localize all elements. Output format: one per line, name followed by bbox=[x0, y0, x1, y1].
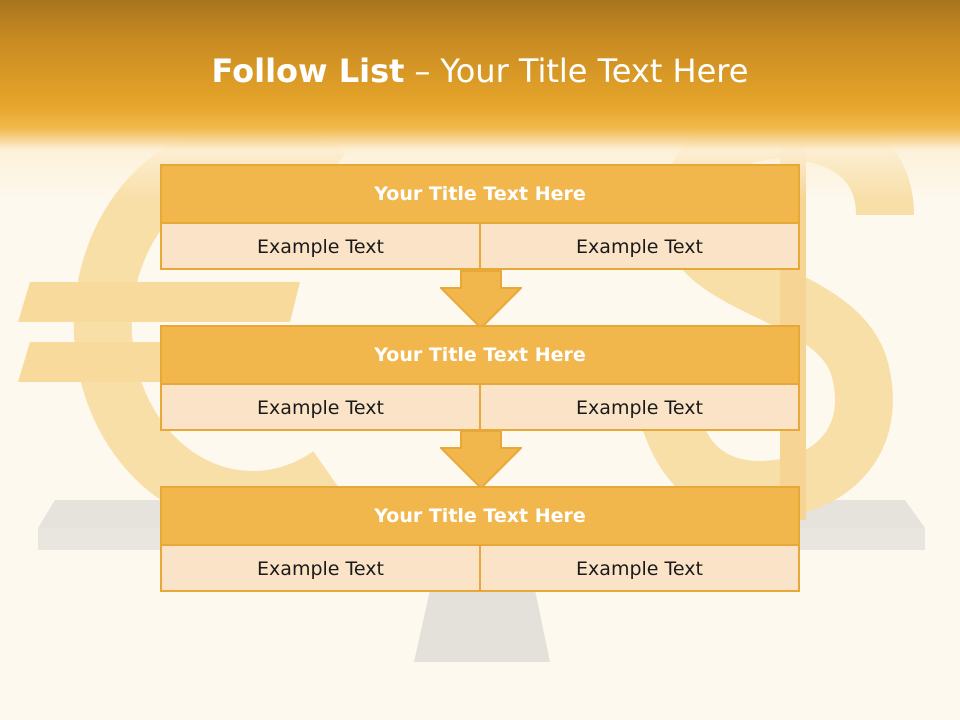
step-row-1: Example Text Example Text bbox=[162, 224, 798, 270]
step-cell-1-right: Example Text bbox=[479, 224, 798, 270]
title-rest: Your Title Text Here bbox=[440, 52, 749, 90]
step-row-2: Example Text Example Text bbox=[162, 385, 798, 431]
step-cell-3-right: Example Text bbox=[479, 546, 798, 592]
page-title: Follow List–Your Title Text Here bbox=[0, 52, 960, 90]
step-cell-1-left: Example Text bbox=[257, 236, 384, 258]
step-header-2: Your Title Text Here bbox=[162, 327, 798, 385]
step-cell-2-right: Example Text bbox=[479, 385, 798, 431]
step-block-2: Your Title Text Here Example Text Exampl… bbox=[160, 325, 800, 431]
title-dash: – bbox=[414, 52, 431, 90]
down-arrow-icon bbox=[440, 430, 522, 490]
title-bold: Follow List bbox=[211, 52, 405, 90]
down-arrow-icon bbox=[440, 270, 522, 330]
step-block-1: Your Title Text Here Example Text Exampl… bbox=[160, 164, 800, 270]
step-row-3: Example Text Example Text bbox=[162, 546, 798, 592]
step-block-3: Your Title Text Here Example Text Exampl… bbox=[160, 486, 800, 592]
step-cell-3-left: Example Text bbox=[257, 558, 384, 580]
step-header-1: Your Title Text Here bbox=[162, 166, 798, 224]
step-cell-2-left: Example Text bbox=[257, 397, 384, 419]
step-header-3: Your Title Text Here bbox=[162, 488, 798, 546]
